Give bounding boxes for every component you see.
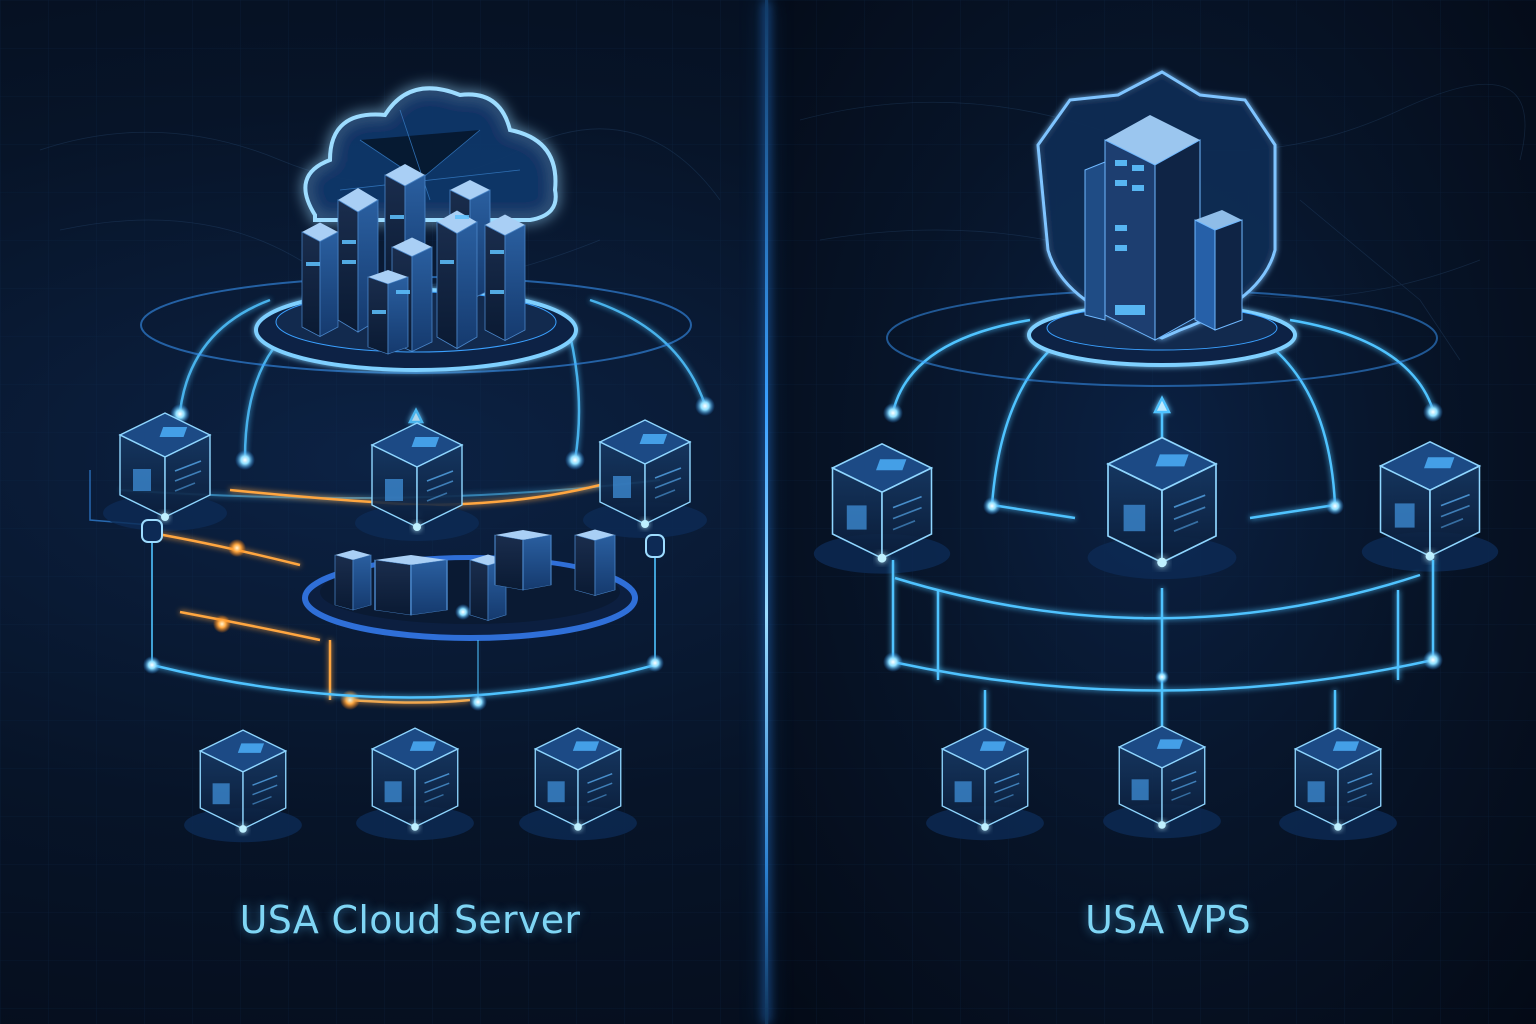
vps-title: USA VPS	[1085, 898, 1251, 942]
orange-data-links	[151, 531, 471, 704]
lower-network-ring	[151, 532, 656, 750]
panel-divider	[765, 0, 768, 1024]
vps-server-tower-icon	[1084, 115, 1243, 341]
distributed-cluster-ring	[302, 529, 638, 641]
vps-panel	[814, 70, 1498, 840]
cloud-server-cluster-icon	[301, 163, 526, 355]
hero-connection-dots	[883, 402, 1443, 515]
hero-connection-arcs	[178, 298, 707, 461]
cloud-server-title: USA Cloud Server	[239, 898, 581, 942]
vps-network-rings	[891, 560, 1435, 745]
cloud-server-panel	[89, 86, 715, 842]
